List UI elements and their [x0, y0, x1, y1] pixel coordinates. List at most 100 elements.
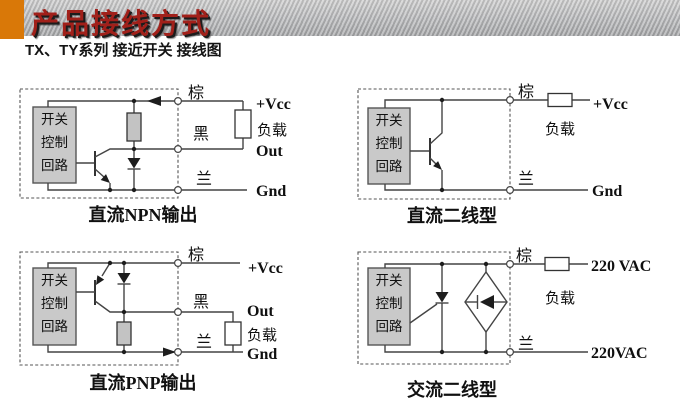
diode-icon — [117, 273, 131, 285]
control-circuit-box — [32, 106, 77, 184]
load-resistor-icon — [224, 321, 242, 346]
wire-label-brown: 棕 — [518, 83, 534, 101]
junction-dot — [439, 261, 445, 267]
emitter-arrow-icon — [433, 161, 442, 170]
terminal-blue — [174, 186, 183, 195]
current-arrow-left-icon — [147, 96, 161, 106]
sensor-enclosure-dashed — [357, 251, 511, 365]
load-resistor-icon — [547, 92, 573, 108]
ac2-circuit-wires — [384, 263, 510, 353]
terminal-blue — [506, 348, 515, 357]
load-resistor-icon — [234, 109, 252, 139]
wiring-diagram-dc-two-wire: 开关 控制 回路 棕 兰 +Vcc 负载 Gnd 直流二线型 — [357, 83, 628, 226]
wire-label-brown: 棕 — [516, 247, 532, 265]
current-arrow-right-icon — [163, 347, 176, 357]
wire-label-black: 黑 — [193, 294, 209, 311]
emitter-arrow-icon — [100, 174, 110, 183]
terminal-brown — [174, 259, 183, 268]
dc2-circuit-wires — [384, 99, 510, 191]
wiring-diagram-ac-two-wire: 开关 控制 回路 棕 兰 220 VAC 负载 220VAC 交流二线型 — [357, 247, 651, 400]
junction-dot — [131, 146, 137, 152]
control-box-line: 回路 — [376, 159, 403, 174]
dc2-external-wires — [513, 99, 590, 191]
label-gnd: Gnd — [592, 183, 622, 200]
junction-dot — [483, 349, 489, 355]
control-circuit-box — [367, 107, 411, 185]
diagram-caption-dc2: 直流二线型 — [407, 205, 497, 226]
terminal-brown — [506, 260, 515, 269]
junction-dot — [439, 97, 445, 103]
junction-dot — [131, 98, 137, 104]
label-gnd: Gnd — [247, 346, 277, 363]
terminal-blue — [174, 348, 183, 357]
terminal-black — [174, 308, 183, 317]
label-vcc: +Vcc — [256, 96, 291, 113]
label-load: 负载 — [545, 121, 575, 138]
control-box-line: 开关 — [376, 273, 403, 288]
label-vcc: +Vcc — [593, 96, 628, 113]
control-box-line: 开关 — [41, 273, 68, 288]
control-box-line: 控制 — [376, 296, 403, 311]
wire-label-blue: 兰 — [518, 335, 534, 353]
label-out: Out — [256, 143, 283, 160]
wire-label-brown: 棕 — [188, 246, 204, 264]
label-vac-bottom: 220VAC — [591, 345, 648, 362]
control-box-line: 控制 — [376, 136, 403, 151]
header-banner: 产品接线方式 — [0, 0, 680, 39]
wire-label-blue: 兰 — [518, 170, 534, 188]
label-vcc: +Vcc — [248, 260, 283, 277]
control-circuit-box — [32, 267, 77, 346]
diagram-caption-pnp: 直流PNP输出 — [90, 372, 197, 393]
junction-dot — [439, 187, 445, 193]
pnp-external-wires — [181, 262, 243, 353]
wire-label-brown: 棕 — [188, 84, 204, 102]
label-vac-top: 220 VAC — [591, 258, 651, 275]
junction-dot — [131, 187, 137, 193]
junction-dot — [121, 260, 127, 266]
resistor-icon — [116, 321, 132, 346]
wiring-diagram-pnp: 开关 控制 回路 棕 黑 兰 +Vcc Out 负载 Gnd 直流PNP输出 — [19, 246, 283, 393]
label-load: 负载 — [257, 122, 287, 139]
terminal-brown — [174, 96, 183, 105]
control-box-line: 回路 — [376, 319, 403, 334]
npn-external-wires — [181, 100, 247, 191]
junction-dot — [439, 349, 445, 355]
sensor-enclosure-dashed — [19, 88, 179, 199]
accent-orange-block — [0, 0, 24, 39]
emitter-arrow-icon — [96, 275, 105, 285]
diagram-subtitle: TX、TY系列 接近开关 接线图 — [25, 42, 222, 59]
junction-dot — [107, 187, 113, 193]
label-gnd: Gnd — [256, 183, 286, 200]
page-title: 产品接线方式 — [31, 8, 212, 39]
junction-dot — [107, 260, 113, 266]
label-out: Out — [247, 303, 274, 320]
diagram-caption-npn: 直流NPN输出 — [89, 204, 198, 225]
control-box-line: 回路 — [41, 319, 68, 334]
terminal-blue — [506, 186, 515, 195]
wire-label-black: 黑 — [193, 126, 209, 143]
wiring-diagram-npn: 开关 控制 回路 棕 黑 兰 +Vcc 负载 Out Gnd 直流NPN — [19, 84, 291, 225]
control-box-line: 开关 — [376, 113, 403, 128]
label-load: 负载 — [247, 327, 277, 344]
thyristor-icon — [435, 292, 449, 304]
diode-bridge-icon — [464, 270, 508, 334]
wire-label-blue: 兰 — [196, 333, 212, 351]
junction-dot — [121, 349, 127, 355]
resistor-icon — [126, 112, 142, 142]
ac2-external-wires — [513, 263, 588, 353]
load-resistor-icon — [544, 256, 570, 272]
terminal-black — [174, 145, 183, 154]
control-box-line: 回路 — [41, 158, 68, 173]
control-circuit-box — [367, 267, 411, 346]
wire-label-blue: 兰 — [196, 170, 212, 188]
diode-icon — [127, 158, 141, 170]
junction-dot — [483, 261, 489, 267]
sensor-enclosure-dashed — [357, 88, 511, 200]
terminal-brown — [506, 95, 515, 104]
label-load: 负载 — [545, 290, 575, 307]
control-box-line: 控制 — [41, 296, 68, 311]
junction-dot — [121, 309, 127, 315]
control-box-line: 控制 — [41, 135, 68, 150]
diagram-caption-ac2: 交流二线型 — [407, 379, 497, 400]
control-box-line: 开关 — [41, 112, 68, 127]
